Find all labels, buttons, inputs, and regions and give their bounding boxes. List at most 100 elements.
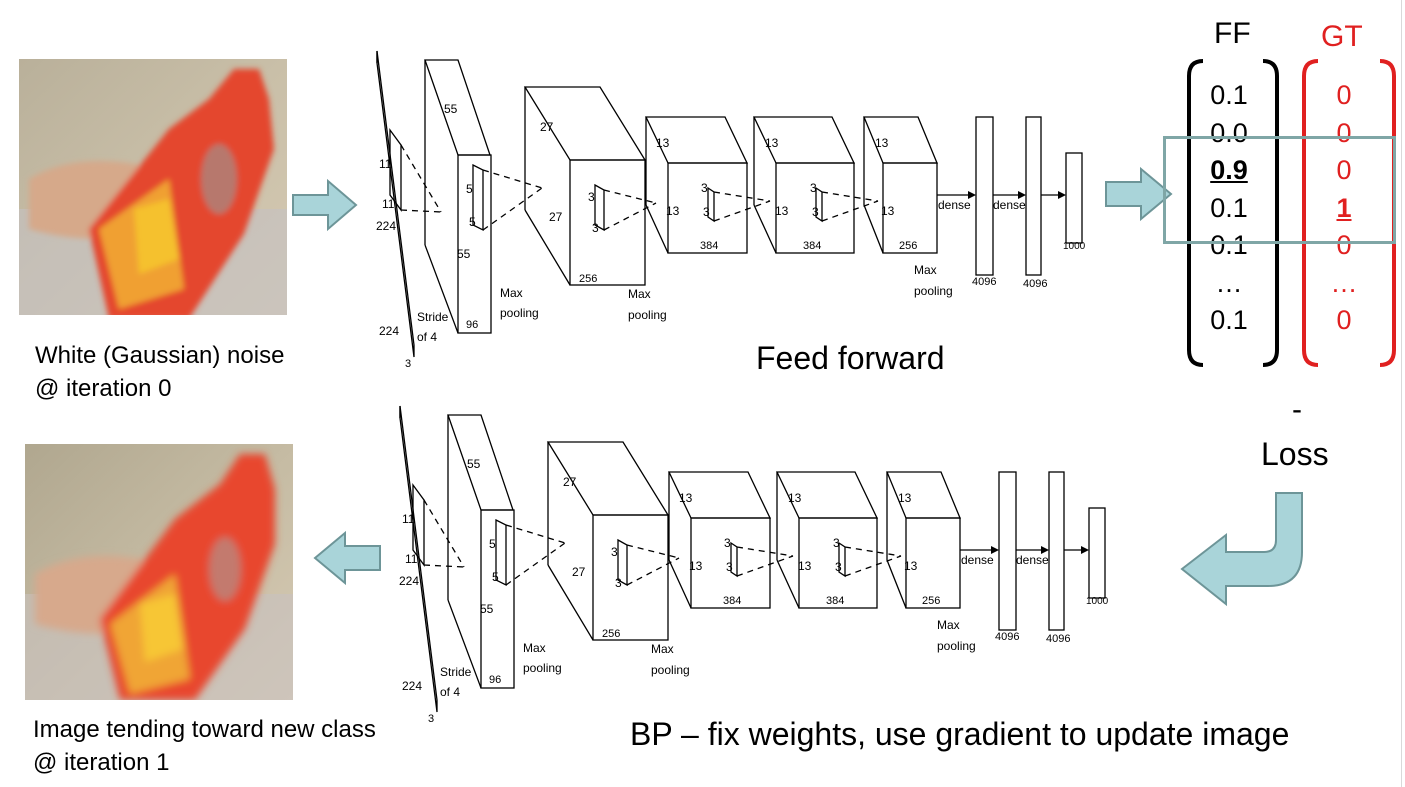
conv1-size-label: 55 — [444, 102, 458, 116]
gt-value: … — [1330, 267, 1358, 298]
conv5-depth-label: 256 — [899, 240, 917, 252]
updated-image — [25, 444, 293, 700]
input-size-label: 224 — [379, 324, 399, 338]
loss-label: Loss — [1261, 436, 1329, 472]
conv-size-13: 13 — [679, 491, 693, 505]
ff-value: 0.0 — [1210, 117, 1248, 148]
fc-size-label: 4096 — [1023, 278, 1047, 290]
maxpool-line2: pooling — [651, 663, 690, 677]
input-noise-image — [19, 59, 287, 315]
ff-value: … — [1215, 267, 1243, 298]
gt-value: 0 — [1336, 305, 1352, 335]
conv2-depth-label: 256 — [602, 628, 620, 640]
conv-size-13: 13 — [904, 559, 918, 573]
bottom-caption-line1: Image tending toward new class — [33, 716, 376, 743]
dense-label: dense — [961, 553, 994, 567]
conv1-size-label: 55 — [457, 247, 471, 261]
ff-value: 0.1 — [1210, 192, 1248, 223]
loss-minus: - — [1292, 393, 1302, 426]
filter5-label: 5 — [492, 570, 499, 584]
filter3-label: 3 — [810, 181, 817, 195]
cnn-diagram-top: 11 11 224 224 3 55 55 96 5 5 Stride of 4… — [376, 50, 1086, 370]
maxpool-line2: pooling — [628, 308, 667, 322]
conv5-depth-label: 256 — [922, 595, 940, 607]
conv1-size-label: 55 — [467, 457, 481, 471]
stride-line2: of 4 — [417, 330, 437, 344]
maxpool-line2: pooling — [937, 639, 976, 653]
conv-size-13: 13 — [875, 136, 889, 150]
filter3-label: 3 — [592, 221, 599, 235]
filter3-label: 3 — [611, 545, 618, 559]
bottle-photo-bottom — [25, 444, 293, 700]
maxpool-line1: Max — [937, 618, 960, 632]
bottom-caption-line2: @ iteration 1 — [33, 749, 170, 776]
conv3-depth-label: 384 — [723, 595, 741, 607]
ff-value: 0.1 — [1210, 230, 1248, 260]
filter11-label: 11 — [405, 552, 418, 566]
conv2-size-label: 27 — [540, 120, 554, 134]
maxpool-line2: pooling — [523, 661, 562, 675]
filter3-label: 3 — [833, 536, 840, 550]
input-channels-label: 3 — [405, 358, 411, 370]
filter3-label: 3 — [812, 205, 819, 219]
conv-size-13: 13 — [798, 559, 812, 573]
maxpool-line1: Max — [628, 287, 651, 301]
top-caption-line2: @ iteration 0 — [35, 375, 172, 402]
gt-vector: 0 0 0 1 0 … 0 — [1304, 77, 1384, 340]
gt-value: 0 — [1336, 155, 1352, 185]
gt-value: 0 — [1336, 80, 1352, 110]
maxpool-line1: Max — [651, 642, 674, 656]
conv2-size-label: 27 — [563, 475, 577, 489]
filter3-label: 3 — [588, 190, 595, 204]
filter11-label: 11 — [402, 512, 415, 526]
conv1-depth-label: 96 — [466, 319, 478, 331]
filter3-label: 3 — [703, 205, 710, 219]
conv3-depth-label: 384 — [700, 240, 718, 252]
conv-size-13: 13 — [788, 491, 802, 505]
conv2-depth-label: 256 — [579, 273, 597, 285]
filter5-label: 5 — [466, 182, 473, 196]
conv1-size-label: 55 — [480, 602, 494, 616]
filter3-label: 3 — [724, 536, 731, 550]
conv-size-13: 13 — [775, 204, 789, 218]
top-caption-line1: White (Gaussian) noise — [35, 342, 285, 369]
gt-value-highlight: 1 — [1336, 192, 1352, 223]
ff-value: 0.1 — [1210, 80, 1248, 110]
bottle-photo-top — [19, 59, 287, 315]
ff-value: 0.1 — [1210, 305, 1248, 335]
filter11-label: 11 — [382, 197, 395, 211]
input-channels-label: 3 — [428, 713, 434, 725]
filter3-label: 3 — [835, 560, 842, 574]
slide-edge-divider — [1401, 0, 1402, 787]
filter5-label: 5 — [469, 215, 476, 229]
input-size-label: 224 — [376, 219, 396, 233]
input-size-label: 224 — [402, 679, 422, 693]
ff-value-highlight: 0.9 — [1210, 155, 1248, 185]
conv-size-13: 13 — [898, 491, 912, 505]
conv-size-13: 13 — [689, 559, 703, 573]
input-size-label: 224 — [399, 574, 419, 588]
fc-size-label: 4096 — [972, 276, 996, 288]
maxpool-line1: Max — [523, 641, 546, 655]
stride-line1: Stride — [417, 310, 449, 324]
backward-arrow-icon — [313, 530, 381, 586]
maxpool-line1: Max — [914, 263, 937, 277]
conv1-depth-label: 96 — [489, 674, 501, 686]
stride-line1: Stride — [440, 665, 472, 679]
comparison-highlight-box — [1163, 136, 1396, 244]
feed-forward-title: Feed forward — [756, 340, 945, 376]
conv2-size-label: 27 — [549, 210, 563, 224]
conv4-depth-label: 384 — [826, 595, 844, 607]
ff-header: FF — [1214, 17, 1251, 50]
gt-value: 0 — [1336, 230, 1352, 260]
filter3-label: 3 — [615, 576, 622, 590]
output-size-label: 1000 — [1086, 596, 1109, 607]
maxpool-line1: Max — [500, 286, 523, 300]
filter11-label: 11 — [379, 157, 392, 171]
dense-label: dense — [1016, 553, 1049, 567]
maxpool-line2: pooling — [914, 284, 953, 298]
filter3-label: 3 — [726, 560, 733, 574]
maxpool-line2: pooling — [500, 306, 539, 320]
forward-arrow-icon — [292, 178, 358, 232]
gt-header: GT — [1321, 20, 1363, 53]
